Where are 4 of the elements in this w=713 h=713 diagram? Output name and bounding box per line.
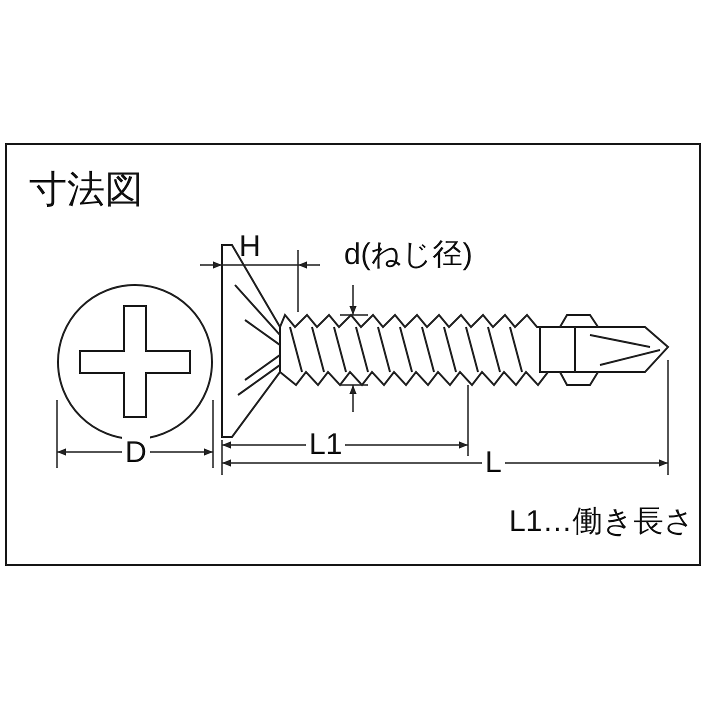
dimension-label: d(ねじ径): [343, 238, 474, 272]
diagram-title: 寸法図: [28, 168, 144, 212]
note-text: L1…働き長さ: [508, 505, 696, 539]
dimension-label: H: [238, 230, 262, 264]
